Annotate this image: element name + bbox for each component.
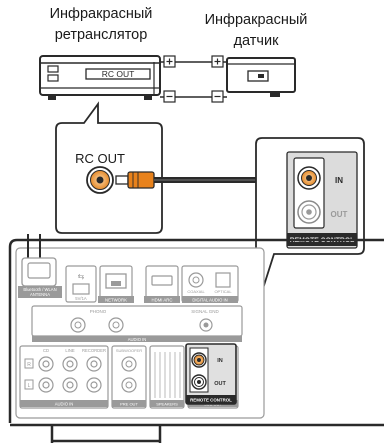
rc-out-label: RC OUT bbox=[75, 151, 125, 166]
hdmi-label: HDMI ARC bbox=[151, 298, 172, 303]
svg-text:⇆: ⇆ bbox=[78, 272, 85, 281]
line-label: LINE bbox=[65, 348, 75, 353]
repeater-label-line1: Инфракрасный bbox=[49, 6, 153, 22]
audio-in-bottom-label: AUDIO IN bbox=[55, 402, 74, 407]
optical-label: OPTICAL bbox=[214, 289, 232, 294]
subwoofer-label: SUBWOOFER bbox=[116, 348, 142, 353]
pre-out-section: SUBWOOFER PRE OUT bbox=[111, 345, 147, 409]
receiver-remote-control-label: REMOTE CONTROL bbox=[190, 398, 232, 403]
repeater-label-line2: ретранслятор bbox=[54, 27, 148, 43]
signal-gnd-label: SIGNAL GND bbox=[191, 309, 219, 314]
phono-section: PHONO SIGNAL GND AUDIO IN bbox=[31, 305, 243, 342]
zoom-in-jack bbox=[297, 166, 321, 190]
receiver-out-label: OUT bbox=[214, 381, 226, 387]
digital-audio-in-label: DIGITAL AUDIO IN bbox=[192, 298, 227, 303]
ir-sensor-device bbox=[226, 57, 296, 97]
l-label: L bbox=[28, 383, 31, 389]
receiver-in-label: IN bbox=[217, 358, 223, 364]
zoom-out-jack bbox=[297, 200, 321, 224]
rc-out-callout bbox=[55, 101, 163, 234]
antenna-label: ANTENNA bbox=[30, 292, 50, 297]
r-label: R bbox=[27, 362, 31, 368]
analog-audio-section: CD LINE RECORDER R L AUDIO IN bbox=[19, 345, 109, 409]
network-label: NETWORK bbox=[105, 298, 127, 303]
speakers-label: SPEAKERS bbox=[156, 402, 178, 407]
repeater-display-text: RC OUT bbox=[102, 69, 135, 79]
receiver-remote-control-jacks: IN OUT REMOTE CONTROL bbox=[185, 343, 237, 405]
phono-label: PHONO bbox=[90, 309, 107, 314]
speakers-section: SPEAKERS bbox=[149, 345, 185, 409]
pre-out-label: PRE OUT bbox=[120, 402, 138, 407]
hdmi-port: HDMI ARC bbox=[144, 265, 180, 303]
ir-repeater-device: RC OUT bbox=[39, 55, 161, 100]
zoom-out-label: OUT bbox=[331, 210, 348, 219]
rc-out-jack bbox=[86, 166, 114, 194]
network-port: NETWORK bbox=[98, 265, 134, 303]
receiver-rear-panel: Bluetooth / WLAN ANTENNA ⇆ 5V/1A NETWORK… bbox=[8, 234, 384, 443]
audio-in-label: AUDIO IN bbox=[128, 337, 147, 342]
zoom-in-label: IN bbox=[335, 176, 343, 185]
coaxial-label: COAXIAL bbox=[187, 289, 205, 294]
digital-audio-in: COAXIAL OPTICAL DIGITAL AUDIO IN bbox=[181, 265, 239, 303]
sensor-label-line1: Инфракрасный bbox=[204, 12, 308, 28]
antenna-section: Bluetooth / WLAN ANTENNA bbox=[18, 234, 62, 298]
bluetooth-label: Bluetooth / WLAN bbox=[23, 287, 56, 292]
usb-port: ⇆ 5V/1A bbox=[65, 265, 97, 303]
cd-label: CD bbox=[43, 348, 49, 353]
recorder-label: RECORDER bbox=[82, 348, 106, 353]
sensor-label-line2: датчик bbox=[233, 33, 279, 49]
sensor-wires bbox=[160, 55, 227, 103]
usb-label: 5V/1A bbox=[75, 296, 87, 301]
